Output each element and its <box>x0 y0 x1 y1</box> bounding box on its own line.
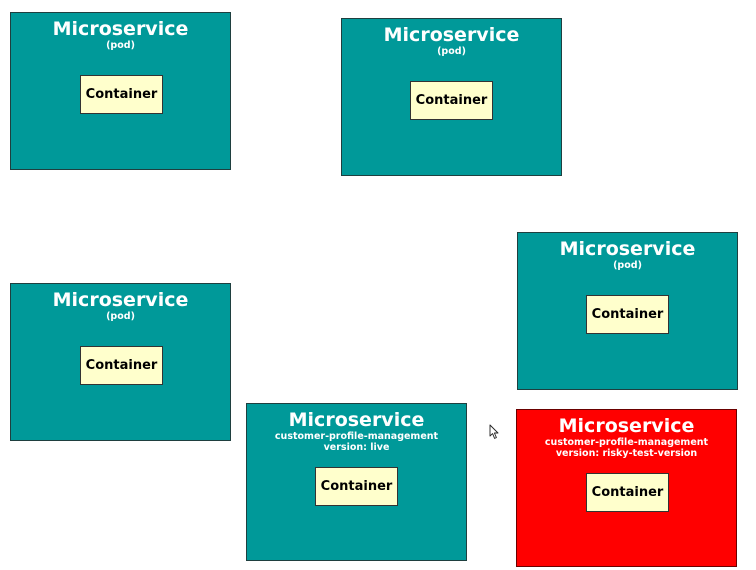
pod-title: Microservice <box>52 289 189 311</box>
container-box[interactable]: Container <box>80 346 163 385</box>
pod-subtitle: (pod) <box>106 311 135 322</box>
pod-title: Microservice <box>383 24 520 46</box>
pod-title: Microservice <box>288 409 425 431</box>
microservice-pod-5[interactable]: Microservice customer-profile-management… <box>246 403 467 561</box>
pod-subtitle-version: version: live <box>323 442 390 453</box>
container-box[interactable]: Container <box>315 467 398 506</box>
pod-subtitle-service: customer-profile-management <box>274 431 439 442</box>
container-box[interactable]: Container <box>410 81 493 120</box>
microservice-pod-6-risky[interactable]: Microservice customer-profile-management… <box>516 409 737 567</box>
microservice-pod-1[interactable]: Microservice (pod) Container <box>10 12 231 170</box>
pod-title: Microservice <box>52 18 189 40</box>
pod-subtitle: (pod) <box>106 40 135 51</box>
container-box[interactable]: Container <box>80 75 163 114</box>
mouse-pointer-icon <box>489 424 499 439</box>
pod-title: Microservice <box>559 238 696 260</box>
pod-subtitle-version: version: risky-test-version <box>555 448 698 459</box>
microservice-pod-3[interactable]: Microservice (pod) Container <box>10 283 231 441</box>
container-box[interactable]: Container <box>586 473 669 512</box>
microservice-pod-4[interactable]: Microservice (pod) Container <box>517 232 738 390</box>
container-box[interactable]: Container <box>586 295 669 334</box>
pod-subtitle: (pod) <box>613 260 642 271</box>
pod-subtitle-service: customer-profile-management <box>544 437 709 448</box>
microservice-pod-2[interactable]: Microservice (pod) Container <box>341 18 562 176</box>
pod-subtitle: (pod) <box>437 46 466 57</box>
pod-title: Microservice <box>558 415 695 437</box>
